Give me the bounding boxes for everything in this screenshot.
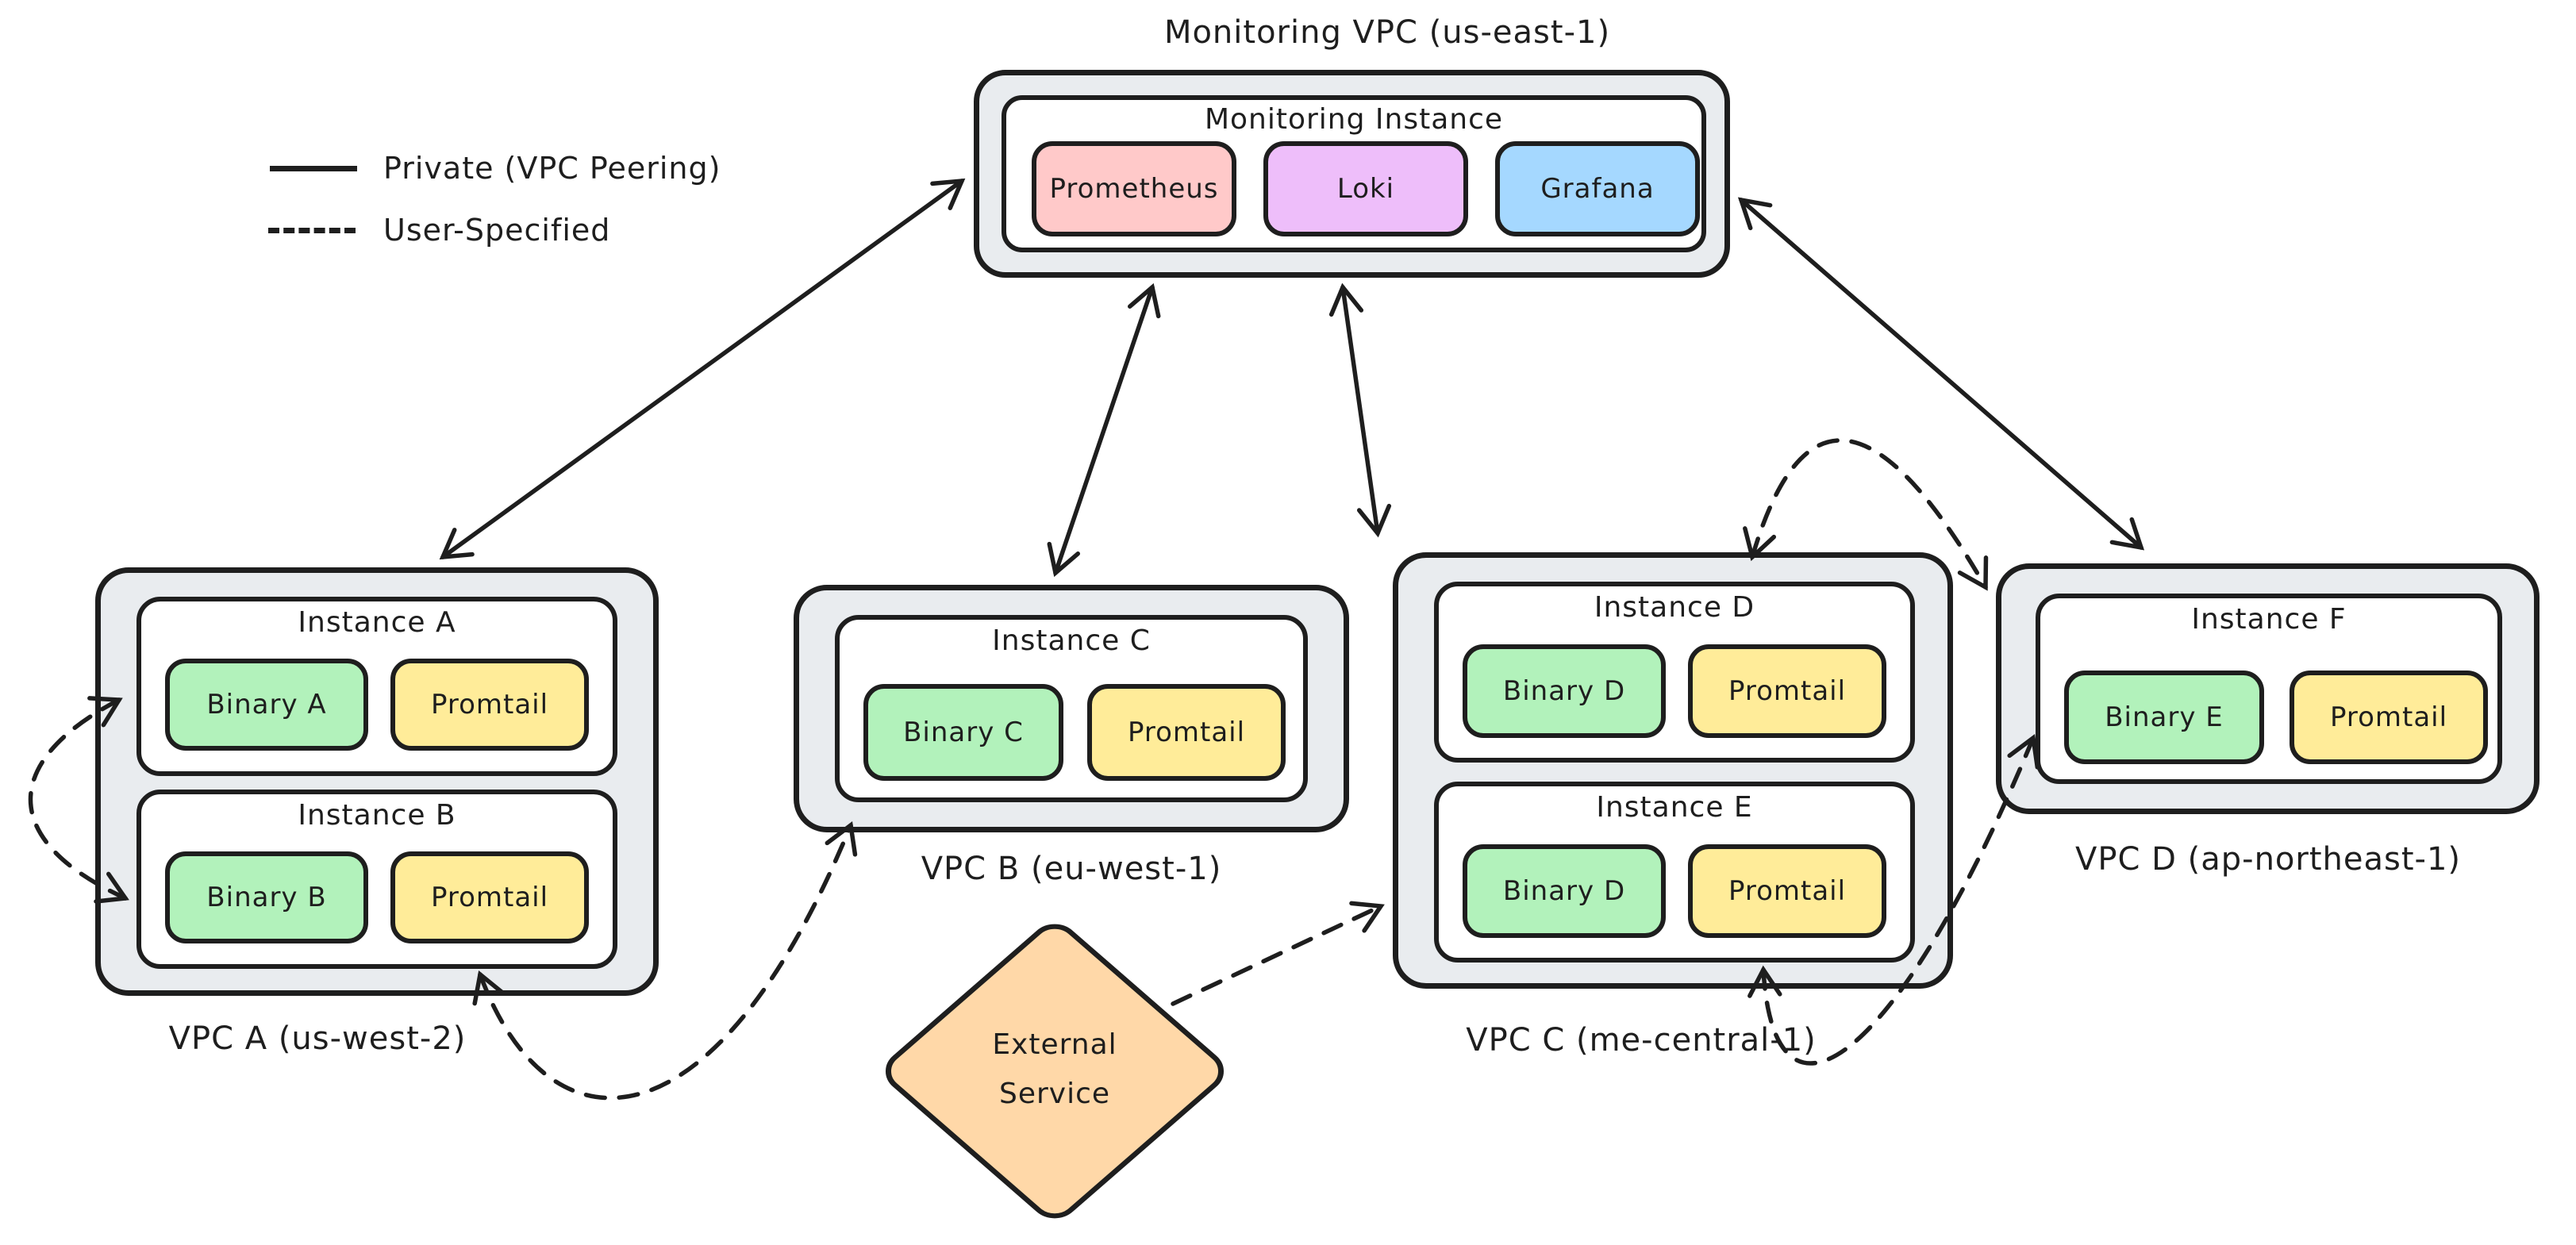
legend-label-private: Private (VPC Peering)	[383, 151, 721, 186]
connection-monitoring-vpc-c	[1328, 282, 1392, 538]
vpc-a-label: VPC A (us-west-2)	[168, 1020, 467, 1057]
component-grafana: Grafana	[1495, 141, 1700, 236]
connection-monitoring-vpc-d	[1737, 197, 2145, 551]
component-binary-d: Binary D	[1463, 644, 1666, 738]
component-promtail-c: Promtail	[1087, 684, 1286, 781]
instance-c-title: Instance C	[992, 624, 1151, 657]
monitoring-instance-title: Monitoring Instance	[1204, 103, 1504, 136]
legend-solid-line	[270, 166, 357, 171]
component-prometheus: Prometheus	[1032, 141, 1236, 236]
component-binary-c: Binary C	[863, 684, 1063, 781]
vpc-b-label: VPC B (eu-west-1)	[921, 851, 1222, 887]
instance-d-title: Instance D	[1594, 591, 1755, 624]
component-binary-e: Binary E	[2064, 671, 2264, 764]
external-service-label-line2: Service	[998, 1078, 1111, 1110]
external-service-label: External Service	[896, 1020, 1213, 1119]
component-loki: Loki	[1263, 141, 1468, 236]
component-promtail-f: Promtail	[2290, 671, 2488, 764]
vpc-c-label: VPC C (me-central-1)	[1466, 1022, 1817, 1059]
instance-a-title: Instance A	[298, 606, 456, 639]
external-service-label-line1: External	[992, 1028, 1117, 1061]
instance-b-title: Instance B	[298, 799, 456, 832]
component-promtail-d: Promtail	[1688, 644, 1886, 738]
instance-f-title: Instance F	[2191, 603, 2347, 636]
monitoring-vpc-title: Monitoring VPC (us-east-1)	[1163, 14, 1611, 51]
component-binary-d2: Binary D	[1463, 844, 1666, 938]
instance-e-title: Instance E	[1596, 791, 1753, 824]
connection-monitoring-vpc-b	[1047, 282, 1161, 578]
component-binary-b: Binary B	[165, 851, 368, 943]
component-promtail-e: Promtail	[1688, 844, 1886, 938]
vpc-d-label: VPC D (ap-northeast-1)	[2074, 841, 2462, 878]
connection-external-service-vpc-c	[1171, 901, 1385, 1006]
component-promtail-a: Promtail	[390, 659, 589, 751]
legend-dashed-line	[268, 228, 356, 233]
component-binary-a: Binary A	[165, 659, 368, 751]
legend-label-user-specified: User-Specified	[383, 213, 611, 248]
component-promtail-b: Promtail	[390, 851, 589, 943]
